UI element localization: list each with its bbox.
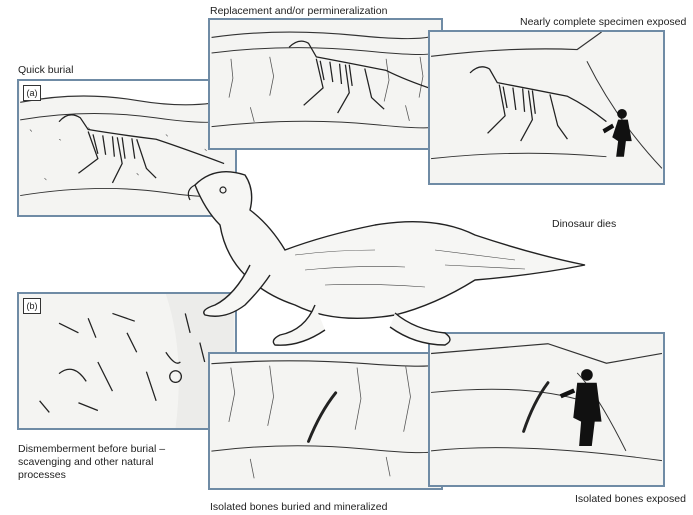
replacement-scene — [210, 20, 441, 148]
fossil-skeleton-icon — [289, 41, 434, 113]
isolated-bone-icon — [309, 393, 336, 442]
label-isolated-buried: Isolated bones buried and mineralized — [210, 501, 387, 514]
exposed-bone-icon — [524, 383, 548, 432]
label-dismemberment-2: scavenging and other natural — [18, 456, 153, 469]
label-dismemberment-3: processes — [18, 469, 66, 482]
panel-tag-b: (b) — [23, 298, 41, 314]
panel-replacement — [208, 18, 443, 150]
label-isolated-exposed: Isolated bones exposed — [575, 493, 686, 506]
isolated-buried-scene — [210, 354, 441, 488]
panel-isolated-buried — [208, 352, 443, 490]
label-quick-burial: Quick burial — [18, 64, 73, 77]
label-replacement: Replacement and/or permineralization — [210, 5, 387, 18]
panel-tag-a: (a) — [23, 85, 41, 101]
dying-dinosaur-illustration — [175, 155, 595, 355]
paleontologist-icon — [560, 369, 602, 446]
label-nearly-complete: Nearly complete specimen exposed — [520, 16, 686, 29]
label-dismemberment-1: Dismemberment before burial – — [18, 443, 165, 456]
panel-isolated-exposed — [428, 332, 665, 487]
isolated-exposed-scene — [430, 334, 663, 485]
